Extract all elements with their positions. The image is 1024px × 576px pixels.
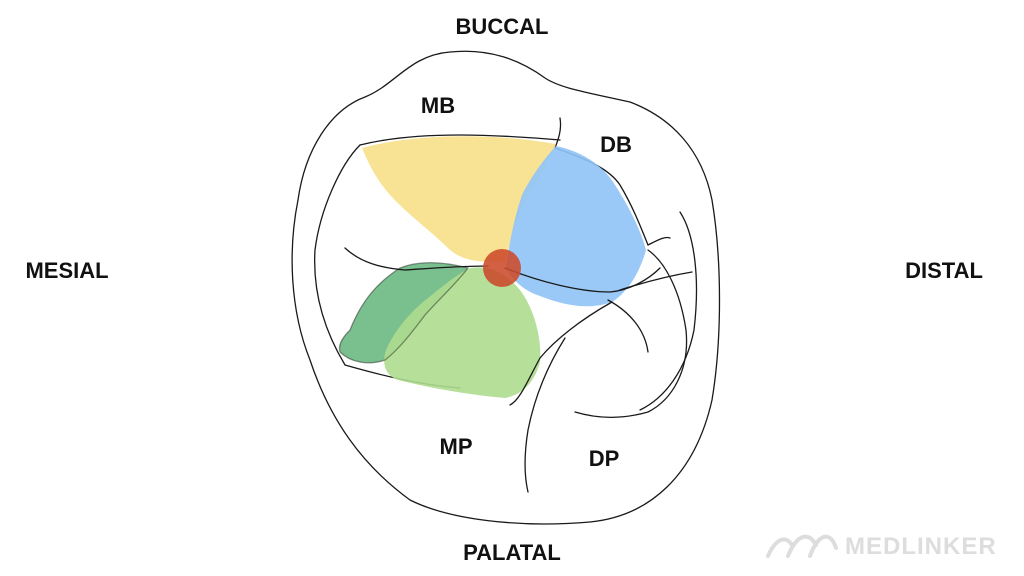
buccal-ridge-line — [359, 134, 561, 146]
db-ridge-line — [554, 117, 649, 246]
label-mesial: MESIAL — [25, 258, 108, 283]
db-distal-line — [647, 236, 671, 246]
label-palatal: PALATAL — [463, 540, 561, 565]
distal-marginal-line — [639, 211, 698, 411]
medlinker-logo-icon — [766, 534, 838, 558]
label-buccal: BUCCAL — [456, 14, 549, 39]
oblique-fissure — [509, 301, 613, 406]
watermark-text: MEDLINKER — [845, 533, 997, 560]
central-fissure — [504, 267, 661, 293]
distopalatal-groove — [574, 249, 688, 418]
label-distal: DISTAL — [905, 258, 983, 283]
label-cusp-mb: MB — [421, 93, 455, 118]
distal-fissure-upper — [619, 271, 693, 291]
label-cusp-dp: DP — [589, 446, 620, 471]
mp-cusp-area — [384, 267, 541, 398]
mesial-fissure — [344, 247, 489, 271]
db-cusp-area — [506, 146, 646, 307]
palatal-groove — [524, 337, 566, 493]
tooth-outline — [291, 50, 721, 525]
mp-dark-outline — [338, 262, 469, 364]
distal-fissure-lower — [607, 299, 649, 353]
label-cusp-mp: MP — [440, 434, 473, 459]
medlinker-watermark: MEDLINKER — [766, 533, 997, 560]
mb-cusp-area — [362, 136, 556, 262]
label-cusp-db: DB — [600, 132, 632, 157]
mp-dark-cusp-area — [339, 262, 468, 363]
central-fossa-dot — [483, 249, 521, 287]
